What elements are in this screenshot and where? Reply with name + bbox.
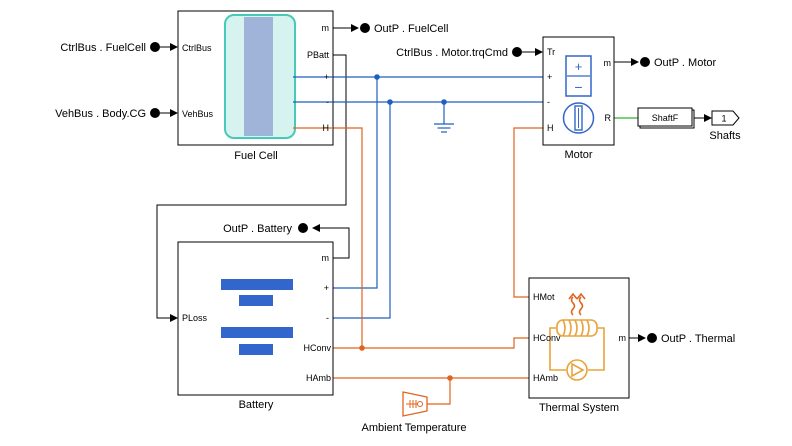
minus-icon: − [574, 79, 582, 95]
outport-fuelcell[interactable]: OutP . FuelCell [360, 23, 448, 35]
outport-label: OutP . Battery [223, 223, 292, 235]
heat-waves-icon [568, 292, 586, 316]
block-name: Ambient Temperature [362, 422, 467, 434]
elec-battery-plus [333, 77, 378, 289]
electrical-lines [293, 74, 543, 319]
therm-motor-h [513, 127, 543, 298]
outport-name: Shafts [709, 130, 741, 142]
port-label: - [547, 97, 550, 107]
therm-ambient-link [427, 378, 451, 405]
port-label: HMot [533, 292, 555, 302]
port-label: + [547, 72, 552, 82]
line-pbatt-ploss[interactable] [156, 54, 347, 322]
inport-ctrl-motor[interactable]: CtrlBus . Motor.trqCmd [396, 47, 522, 59]
outport-battery[interactable]: OutP . Battery [223, 223, 308, 235]
battery-block[interactable]: m + - PLoss HConv HAmb Battery [177, 241, 334, 411]
port-label: HAmb [533, 373, 558, 383]
port-label: PBatt [307, 50, 330, 60]
thermal-junction [359, 345, 365, 351]
outport-thermal[interactable]: OutP . Thermal [647, 333, 735, 345]
port-label: m [322, 23, 330, 33]
port-label: VehBus [182, 109, 214, 119]
electrical-ground-icon [434, 123, 454, 133]
port-label: CtrlBus [182, 43, 212, 53]
port-label: HConv [533, 333, 561, 343]
outport-shafts[interactable]: 1 Shafts [709, 110, 741, 142]
battery-plate-icon [239, 295, 273, 306]
port-label: + [324, 283, 329, 293]
port-label: PLoss [182, 313, 208, 323]
block-name: Fuel Cell [234, 150, 277, 162]
port-label: m [322, 253, 330, 263]
thermal-junction [447, 375, 453, 381]
fuel-cell-block[interactable]: CtrlBus VehBus m PBatt + - H Fuel Cell [177, 10, 334, 162]
inport-label: VehBus . Body.CG [55, 108, 146, 120]
fuel-cell-membrane [244, 17, 273, 136]
inport-ctrl-fuelcell[interactable]: CtrlBus . FuelCell [60, 42, 160, 54]
inport-veh-body[interactable]: VehBus . Body.CG [55, 108, 160, 120]
plus-icon: + [575, 59, 583, 74]
ambient-temperature-block[interactable]: Ambient Temperature [362, 391, 467, 434]
port-label: R [605, 113, 612, 123]
line-out-battery[interactable] [312, 224, 350, 259]
elec-junction [441, 99, 447, 105]
port-label: + [324, 72, 329, 82]
block-name: Motor [564, 149, 592, 161]
outport-label: OutP . FuelCell [374, 23, 448, 35]
thermal-system-block[interactable]: HMot HConv HAmb m Thermal System [528, 277, 630, 414]
port-label: Tr [547, 47, 555, 57]
port-label: H [323, 123, 330, 133]
heat-exchanger-icon [549, 319, 605, 381]
outport-label: OutP . Motor [654, 57, 716, 69]
outport-label: OutP . Thermal [661, 333, 735, 345]
motor-block[interactable]: + − Tr + - H m R Motor [542, 36, 615, 161]
inport-label: CtrlBus . Motor.trqCmd [396, 47, 508, 59]
block-name: Battery [239, 399, 274, 411]
port-label: HConv [303, 343, 331, 353]
elec-junction [374, 74, 380, 80]
battery-plate-icon [221, 327, 293, 338]
block-name: Thermal System [539, 402, 619, 414]
elec-battery-minus [333, 102, 391, 319]
elec-junction [387, 99, 393, 105]
therm-hconv [362, 337, 529, 349]
outport-number: 1 [721, 114, 726, 124]
inport-label: CtrlBus . FuelCell [60, 42, 146, 54]
outport-motor[interactable]: OutP . Motor [640, 57, 716, 69]
port-label: HAmb [306, 373, 331, 383]
port-label: m [619, 333, 627, 343]
port-label: - [326, 97, 329, 107]
block-name: ShaftF [652, 113, 679, 123]
port-label: m [604, 58, 612, 68]
port-label: H [547, 123, 554, 133]
shaftf-block[interactable]: ShaftF [637, 107, 695, 129]
battery-plate-icon [221, 279, 293, 290]
battery-plate-icon [239, 344, 273, 355]
port-label: - [326, 313, 329, 323]
thermometer-icon [406, 400, 423, 408]
